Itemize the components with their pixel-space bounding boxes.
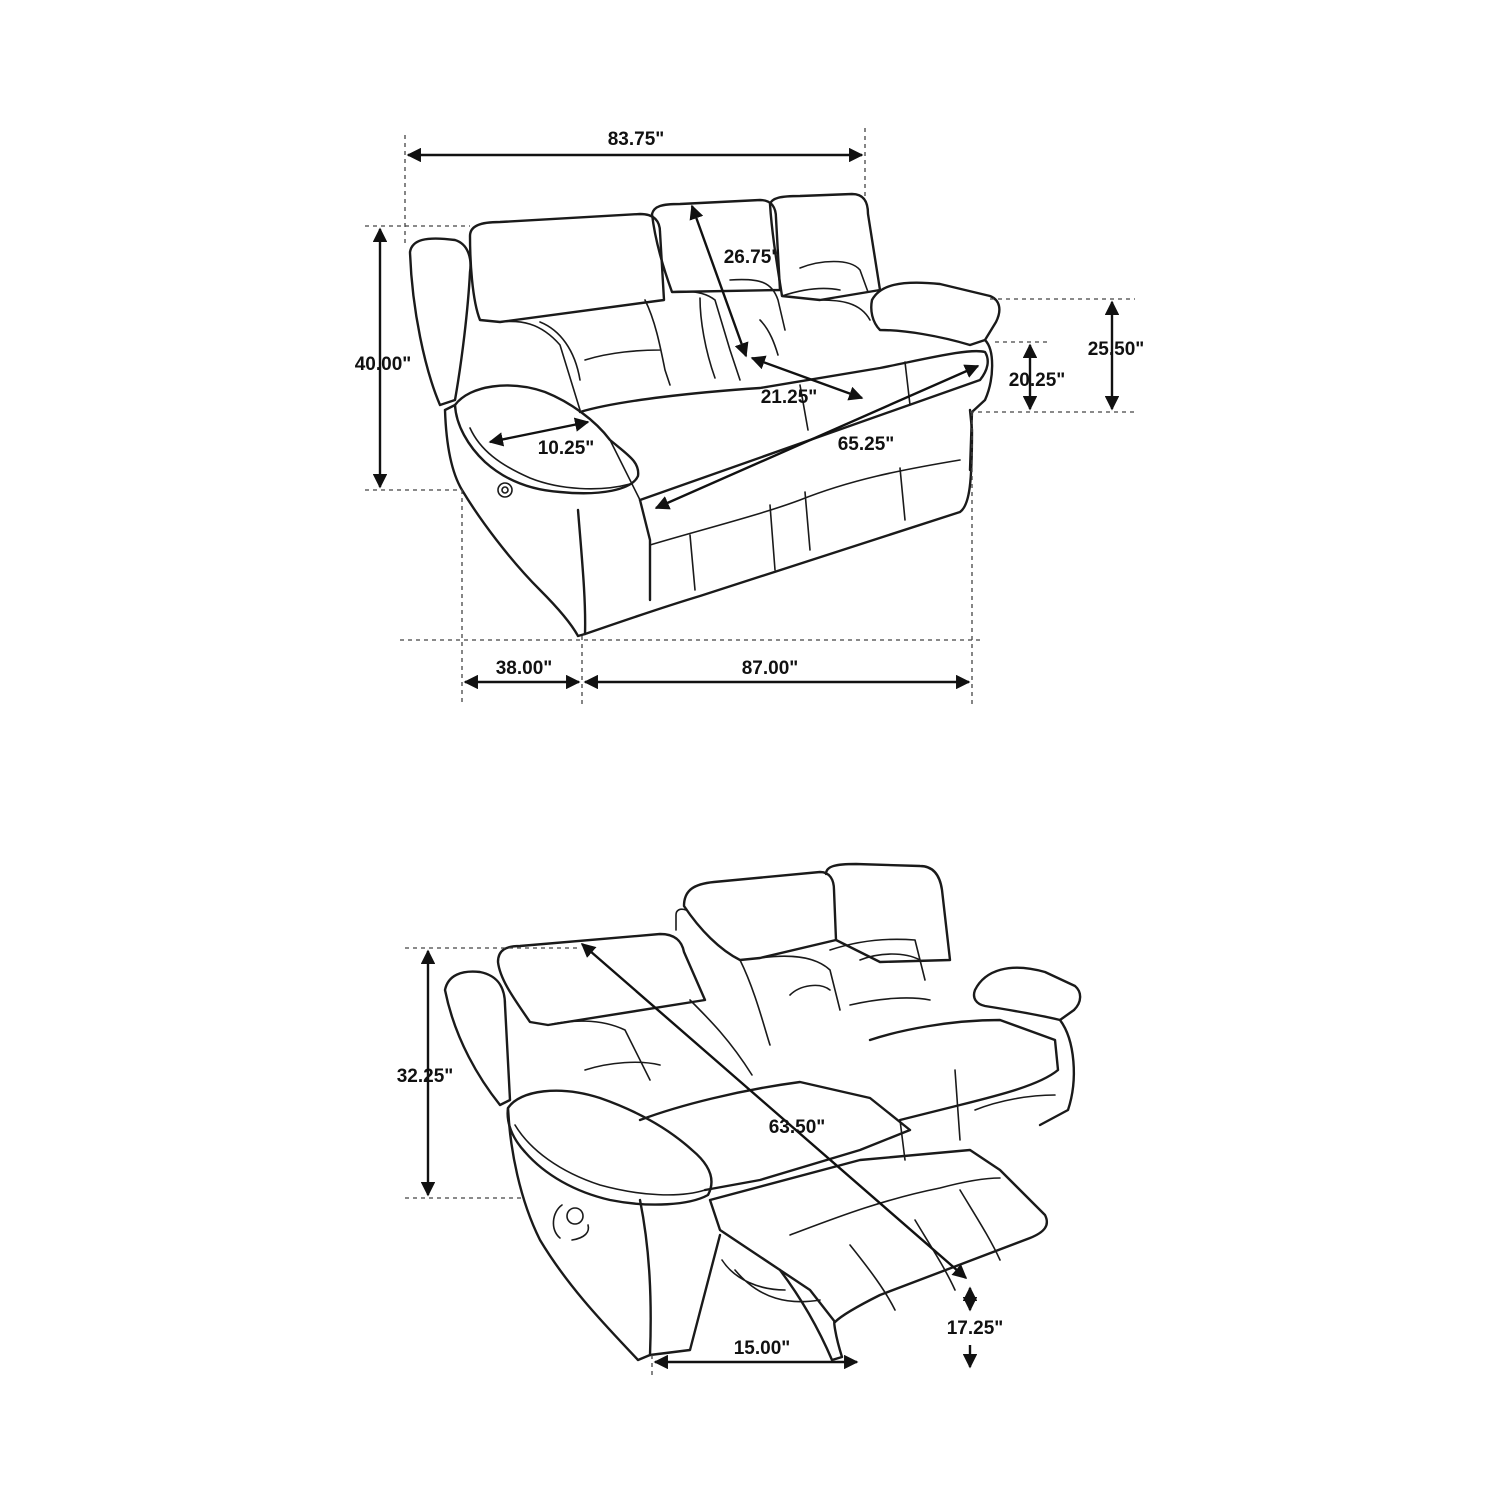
- label-depth: 38.00": [496, 658, 553, 679]
- arrow-reclined-depth: [580, 943, 968, 1279]
- label-seat-width: 65.25": [838, 434, 895, 455]
- label-overall-width: 83.75": [608, 129, 665, 150]
- bottom-extension-lines: [405, 947, 653, 1375]
- arrow-back-height: [689, 204, 749, 358]
- label-length: 87.00": [742, 658, 799, 679]
- label-seat-height: 20.25": [1009, 370, 1066, 391]
- sofa-reclined-drawing: [443, 862, 1082, 1362]
- label-reclined-depth: 63.50": [769, 1117, 826, 1138]
- bottom-dimension-arrows: [420, 943, 978, 1370]
- arrow-arm-width: [488, 417, 590, 447]
- label-arm-height: 25.50": [1088, 339, 1145, 360]
- label-seat-depth: 21.25": [761, 387, 818, 408]
- label-footrest-height: 17.25": [947, 1318, 1004, 1339]
- arrow-seat-width: [654, 364, 980, 510]
- top-extension-lines: [365, 128, 1135, 705]
- sofa-upright-drawing: [408, 192, 1001, 638]
- top-dimension-arrows: [372, 147, 1120, 690]
- label-wall-clearance: 15.00": [734, 1338, 791, 1359]
- label-overall-height: 40.00": [355, 354, 412, 375]
- label-reclined-height: 32.25": [397, 1066, 454, 1087]
- label-back-height: 26.75": [724, 247, 781, 268]
- label-arm-width: 10.25": [538, 438, 595, 459]
